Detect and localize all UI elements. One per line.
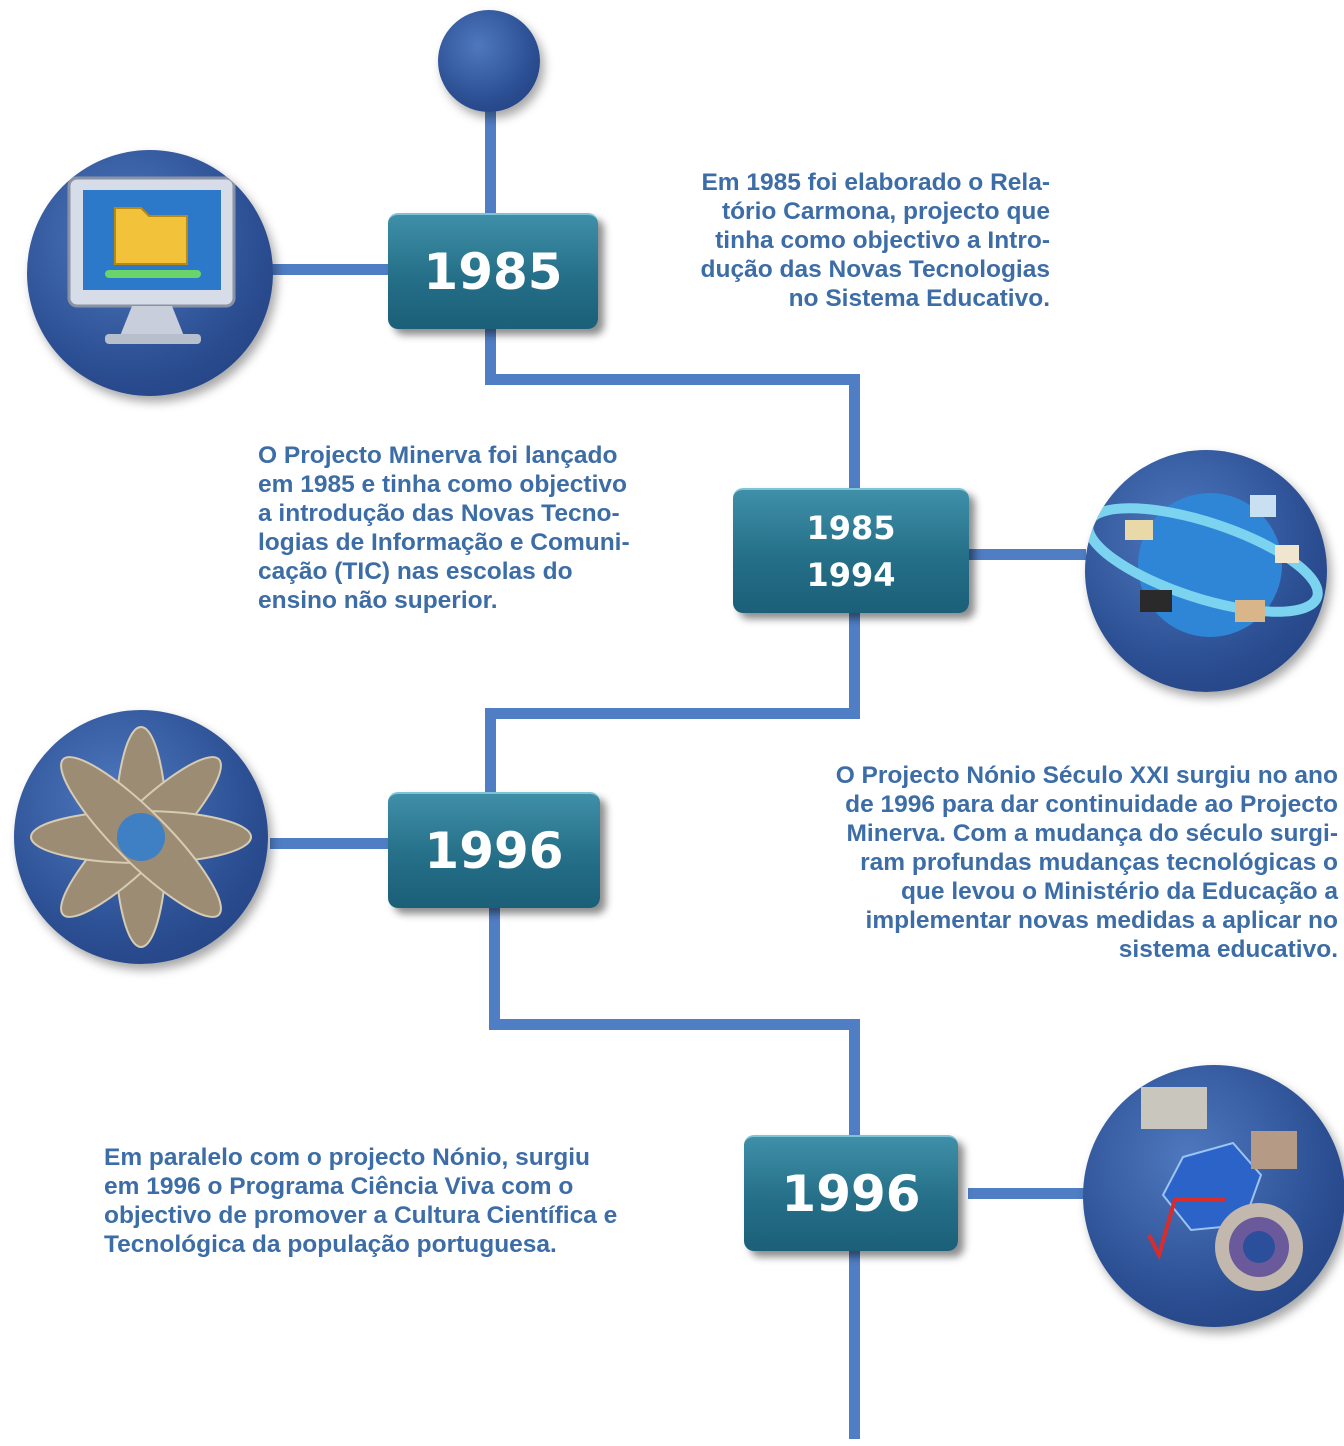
year-label: 1996 <box>781 1165 921 1223</box>
description-projecto-nonio: O Projecto Nónio Século XXI surgiu no an… <box>835 762 1338 963</box>
year-label-end: 1994 <box>806 555 896 594</box>
science-collage-icon <box>1083 1065 1344 1327</box>
atom-collage-icon <box>14 710 268 964</box>
globe-network-icon <box>1085 450 1327 692</box>
timeline-connector <box>489 905 500 1030</box>
timeline-connector <box>489 1019 860 1030</box>
timeline-connector <box>485 95 496 220</box>
timeline-start-node <box>438 10 540 112</box>
timeline-connector <box>485 708 496 798</box>
year-label: 1996 <box>424 822 564 880</box>
year-box-1996: 1996 <box>388 792 600 908</box>
computer-folder-icon <box>27 150 273 396</box>
timeline-connector <box>270 838 392 849</box>
description-ciencia-viva: Em paralelo com o projecto Nónio, surgiu… <box>104 1144 618 1258</box>
timeline-connector <box>849 612 860 716</box>
timeline-connector <box>968 549 1086 560</box>
description-relatorio-carmona: Em 1985 foi elaborado o Rela- tório Carm… <box>700 169 1050 312</box>
timeline-connector <box>270 264 392 275</box>
year-box-1985: 1985 <box>388 213 598 329</box>
description-projecto-minerva: O Projecto Minerva foi lançado em 1985 e… <box>258 442 630 614</box>
year-label: 1985 <box>423 243 563 301</box>
year-box-1996-ciencia-viva: 1996 <box>744 1135 958 1251</box>
year-box-1985-1994: 1985 1994 <box>733 488 969 613</box>
timeline-connector <box>485 374 855 385</box>
timeline-connector <box>485 328 496 380</box>
timeline-connector <box>968 1188 1086 1199</box>
year-label-start: 1985 <box>806 509 896 548</box>
timeline-connector <box>485 708 860 719</box>
timeline-connector <box>849 1250 860 1439</box>
timeline-connector <box>849 374 860 490</box>
timeline-connector <box>849 1019 860 1139</box>
